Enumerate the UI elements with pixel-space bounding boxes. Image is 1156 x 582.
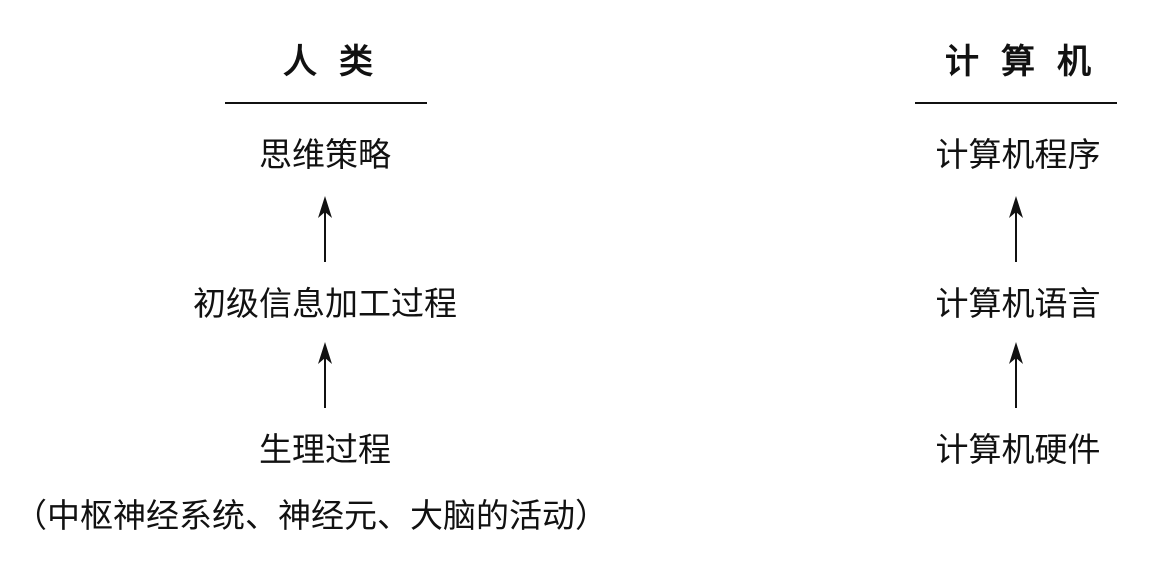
up-arrow-icon (1009, 196, 1023, 262)
human-heading-rule (225, 102, 427, 104)
human-level-strategy: 思维策略 (259, 135, 391, 174)
human-level-physiology: 生理过程 (259, 430, 391, 469)
computer-level-language: 计算机语言 (935, 284, 1101, 323)
up-arrow-icon (1009, 342, 1023, 408)
human-column: 人类 思维策略 初级信息加工过程 生理过程 （中枢神经系统、神经元、大脑的活动） (14, 42, 608, 535)
computer-level-program: 计算机程序 (935, 135, 1101, 174)
human-physiology-note: （中枢神经系统、神经元、大脑的活动） (14, 496, 608, 535)
human-level-info-processing: 初级信息加工过程 (193, 284, 457, 323)
computer-heading-rule (915, 102, 1117, 104)
up-arrow-icon (318, 196, 332, 262)
up-arrow-icon (318, 342, 332, 408)
human-heading: 人类 (283, 42, 395, 82)
computer-level-hardware: 计算机硬件 (935, 430, 1101, 469)
computer-heading: 计算机 (945, 42, 1113, 82)
